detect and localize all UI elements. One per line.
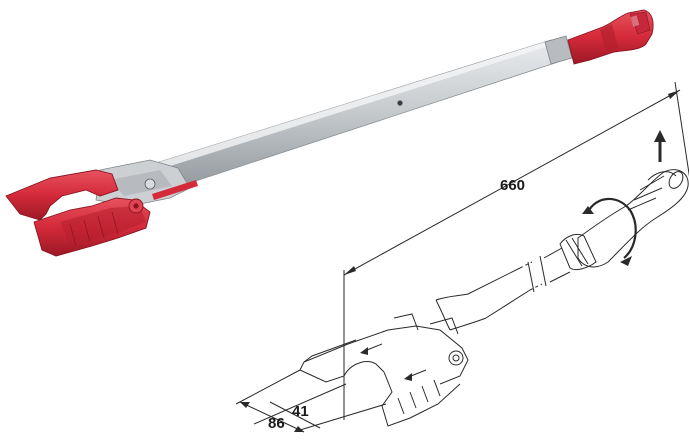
fork-head (95, 159, 198, 207)
outer-width-label: 86 (268, 415, 285, 432)
overall-length-dimension (343, 81, 689, 420)
head-pivot (144, 178, 156, 190)
arrow-up-icon (654, 130, 666, 162)
inner-width-label: 41 (292, 403, 309, 420)
drawing-shaft (435, 247, 571, 331)
drawing-handle (559, 169, 689, 271)
red-grip-handle (567, 9, 654, 65)
technical-drawing (235, 81, 689, 433)
tool-photo (5, 9, 654, 257)
rotate-arrow-icon (582, 197, 637, 266)
shaft-rivet (397, 100, 403, 106)
overall-length-label: 660 (500, 177, 525, 194)
red-fork-jaws (5, 169, 151, 257)
shaft (139, 35, 573, 197)
width-dimensions (235, 369, 387, 433)
drawing-fork (299, 313, 469, 427)
